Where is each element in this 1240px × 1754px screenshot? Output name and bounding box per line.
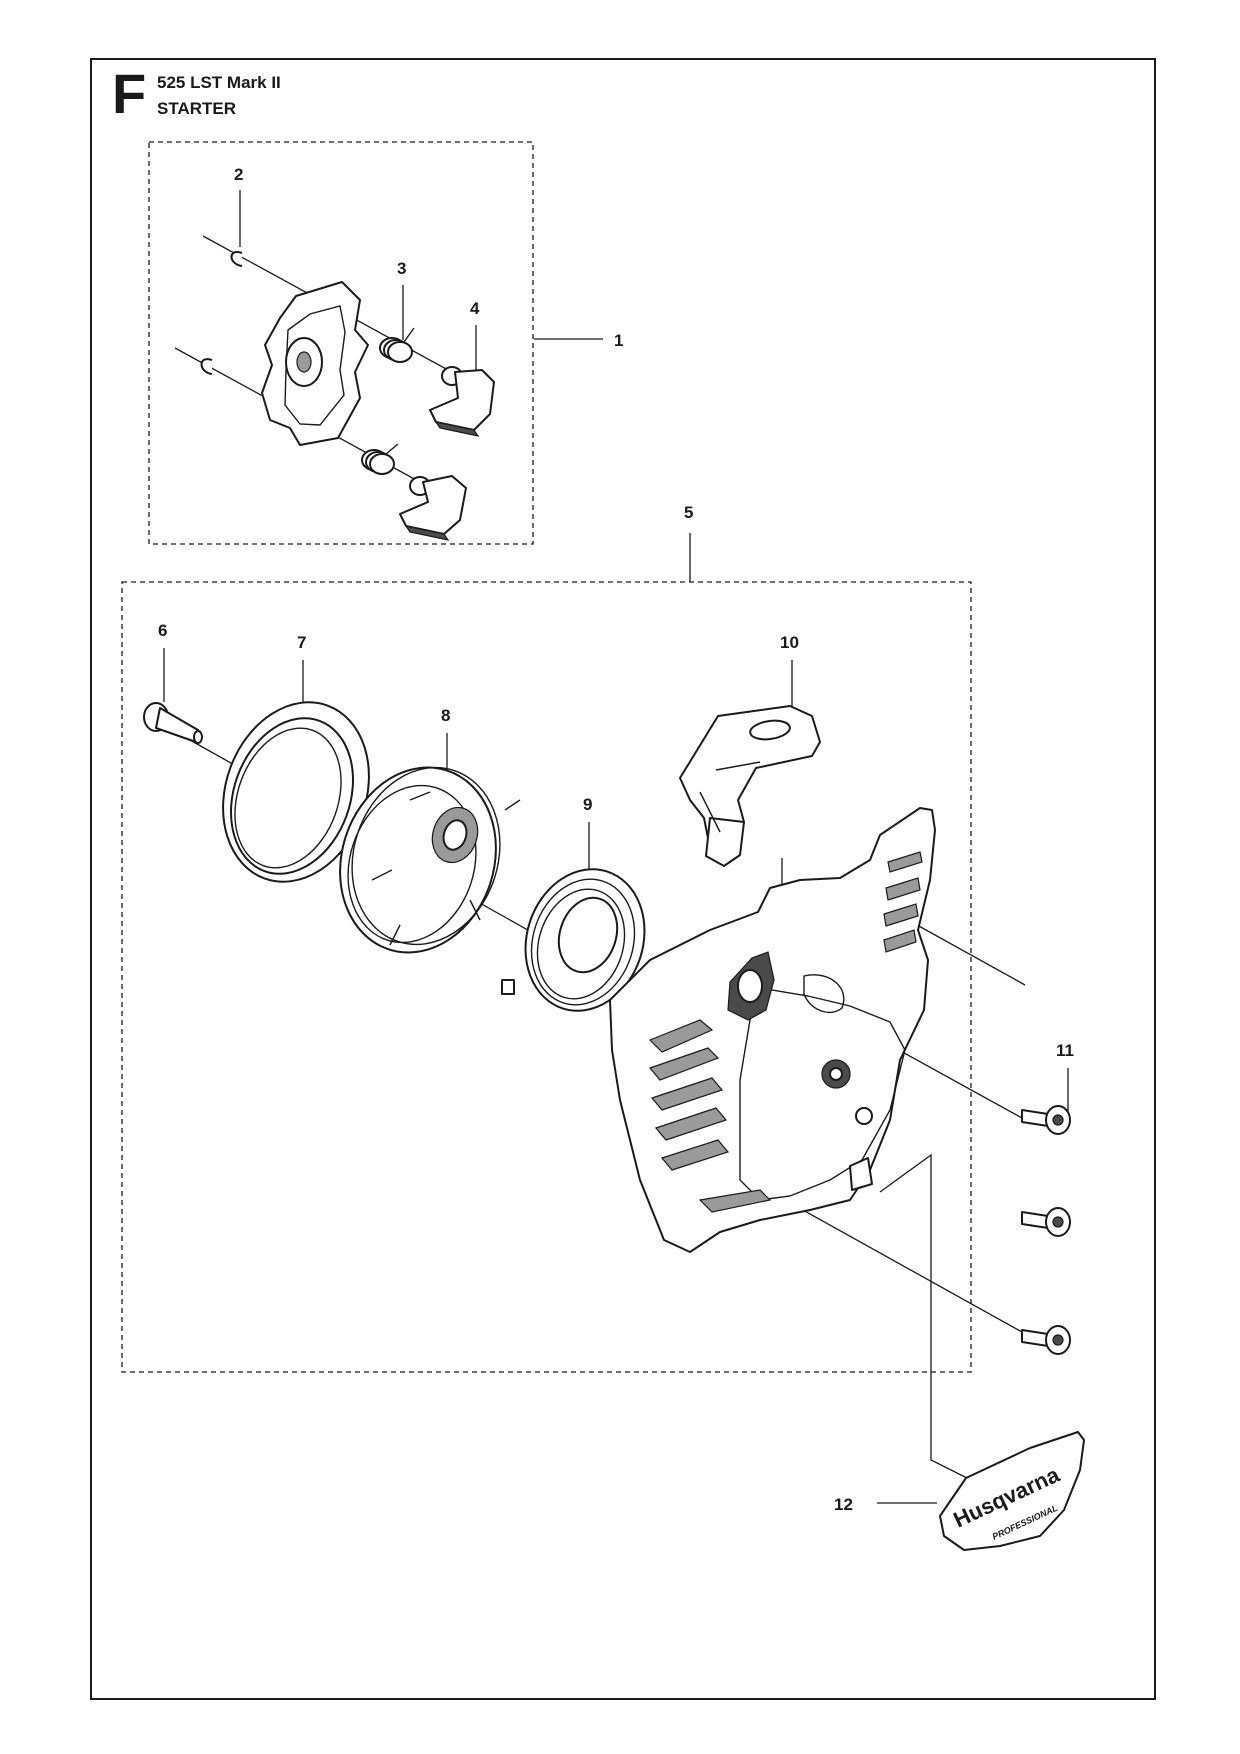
- callout-2: 2: [234, 165, 243, 184]
- callout-6: 6: [158, 621, 167, 640]
- recoil-spring: [501, 868, 646, 1012]
- housing-screw-3: [1021, 1325, 1071, 1355]
- callout-9: 9: [583, 795, 592, 814]
- callout-3: 3: [397, 259, 406, 278]
- pulley-screw: [143, 702, 203, 744]
- housing-vents-right: [883, 851, 923, 953]
- circlip-upper: [230, 251, 243, 267]
- husqvarna-decal: Husqvarna PROFESSIONAL: [939, 1431, 1085, 1551]
- starter-housing: [609, 807, 936, 1253]
- pawl-carrier: [261, 281, 369, 446]
- spring-upper: [379, 327, 415, 363]
- callout-4: 4: [470, 299, 480, 318]
- circlip-lower: [200, 358, 213, 375]
- spring-lower: [361, 443, 399, 475]
- section-letter: F: [112, 62, 147, 125]
- pawl-lower: [399, 475, 467, 541]
- page-frame: [90, 58, 1156, 1700]
- group-box-pawl-kit: [148, 141, 534, 545]
- rope-pulley: [339, 766, 521, 954]
- callout-12: 12: [834, 1495, 853, 1514]
- housing-screw-2: [1021, 1207, 1071, 1237]
- group-box-starter-assembly: [121, 581, 972, 1373]
- callout-7: 7: [297, 633, 306, 652]
- page-subtitle: STARTER: [157, 99, 237, 118]
- callout-5: 5: [684, 503, 693, 522]
- callout-1: 1: [614, 331, 623, 350]
- leader-line-12: [879, 1153, 968, 1479]
- callout-11: 11: [1056, 1041, 1074, 1060]
- callout-8: 8: [441, 706, 450, 725]
- starter-handle: [679, 705, 821, 867]
- housing-vents-left: [648, 1019, 772, 1213]
- spacer-ring: [222, 701, 370, 883]
- pawl-upper: [429, 366, 495, 437]
- model-name: 525 LST Mark II: [157, 73, 281, 92]
- housing-screw-1: [1021, 1105, 1071, 1135]
- callout-10: 10: [780, 633, 799, 652]
